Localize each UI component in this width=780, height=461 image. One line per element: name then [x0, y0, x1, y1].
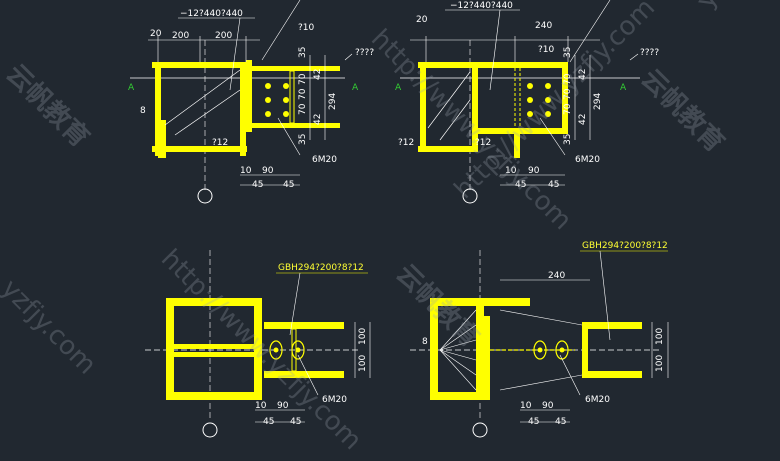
dim-right-35-bot: 35 [298, 134, 308, 145]
dim-bottom-45b: 45 [555, 417, 566, 427]
bottom-right-section: GBH294?200?8?12 240 100 100 10 90 45 45 … [410, 241, 669, 438]
dim-right-100b: 100 [655, 355, 665, 372]
plate-label: −12?440?440 [450, 1, 513, 11]
dim-right-35-bot: 35 [563, 134, 573, 145]
section-mark-left: A [128, 83, 135, 93]
weld-bottom-mid: ?12 [475, 138, 491, 148]
dim-right-294: 294 [593, 93, 603, 110]
dim-right-100a: 100 [358, 328, 368, 345]
dim-top-20: 20 [416, 15, 428, 25]
dim-bottom-90: 90 [262, 166, 274, 176]
dim-bottom-45a: 45 [515, 180, 526, 190]
section-mark-right: A [352, 83, 359, 93]
bolts-label: 6M20 [322, 395, 347, 405]
dim-right-294: 294 [328, 93, 338, 110]
beam-section [582, 322, 642, 329]
dim-right-42a: 42 [313, 69, 323, 80]
bolts-label: 6M20 [585, 395, 610, 405]
weld-bottom-left: ?12 [398, 138, 414, 148]
dim-top-240: 240 [548, 271, 565, 281]
dim-bottom-90: 90 [542, 401, 554, 411]
weld-marker: ???? [640, 48, 659, 58]
watermark-brand-2: 云帆教育 [635, 63, 730, 158]
dim-right-42b: 42 [313, 114, 323, 125]
dim-right-70a: 70 [563, 73, 573, 85]
dim-top-240: 240 [535, 21, 552, 31]
bolts-label: 6M20 [575, 155, 600, 165]
weld-bottom: ?12 [212, 138, 228, 148]
bolt-group [269, 340, 305, 360]
dim-right-70b: 70 [563, 88, 573, 100]
dim-bottom-45b: 45 [283, 180, 294, 190]
bolt-group [490, 340, 575, 360]
dim-bottom-10: 10 [240, 166, 252, 176]
beam-label: GBH294?200?8?12 [582, 241, 668, 251]
dim-right-70a: 70 [298, 73, 308, 85]
section-mark-left: A [395, 83, 402, 93]
beam-label: GBH294?200?8?12 [278, 263, 364, 273]
dim-right-35-top: 35 [298, 47, 308, 58]
top-left-detail: 20 200 200 −12?440?440 ?10 35 70 70 70 4… [128, 0, 374, 204]
dim-right-35-top: 35 [563, 47, 573, 58]
column-bottom-flange [152, 146, 247, 152]
dim-bottom-90: 90 [528, 166, 540, 176]
beam-section [264, 322, 344, 329]
watermark-domain-1: yzfjy.com [0, 274, 102, 381]
weld-left: 8 [140, 106, 146, 116]
beam-top-flange [252, 66, 340, 71]
top-right-detail: 20 240 −12?440?440 ?10 35 70 70 70 42 42… [395, 0, 659, 204]
dim-right-42b: 42 [578, 114, 588, 125]
dim-right-70c: 70 [298, 103, 308, 115]
dim-bottom-45a: 45 [528, 417, 539, 427]
weld-marker: ???? [355, 48, 374, 58]
dim-top-2: 200 [172, 31, 189, 41]
dim-bottom-45a: 45 [263, 417, 274, 427]
plate-label: −12?440?440 [180, 9, 243, 19]
dim-bottom-45a: 45 [252, 180, 263, 190]
watermark-domain-2: yzfjy.com [690, 0, 776, 14]
column-section [166, 298, 262, 306]
watermark-brand-1: 云帆教育 [0, 58, 95, 153]
dim-10: ?10 [298, 23, 315, 33]
axis-bubble [197, 188, 213, 204]
section-mark-right: A [620, 83, 627, 93]
dim-10: ?10 [538, 45, 555, 55]
beam-bottom-flange [252, 123, 340, 128]
weld-left: 8 [422, 337, 428, 347]
axis-bubble [472, 422, 488, 438]
watermark-url-3: http://www.yzfjy.com [449, 0, 661, 205]
axis-bubble [202, 422, 218, 438]
dim-right-70c: 70 [563, 103, 573, 115]
dim-top-1: 20 [150, 29, 162, 39]
dim-right-100a: 100 [655, 328, 665, 345]
dim-bottom-10: 10 [520, 401, 532, 411]
dim-top-3: 200 [215, 31, 232, 41]
bottom-left-section: GBH294?200?8?12 100 100 10 90 45 45 6M20 [145, 250, 371, 438]
end-plate [246, 60, 252, 132]
dim-bottom-10: 10 [505, 166, 517, 176]
axis-bubble [462, 188, 478, 204]
dim-bottom-45b: 45 [548, 180, 559, 190]
dim-bottom-45b: 45 [290, 417, 301, 427]
column-top-flange [152, 62, 247, 68]
dim-right-42a: 42 [578, 69, 588, 80]
dim-bottom-90: 90 [277, 401, 289, 411]
bolts-label: 6M20 [312, 155, 337, 165]
dim-right-100b: 100 [358, 355, 368, 372]
dim-right-70b: 70 [298, 88, 308, 100]
dim-bottom-10: 10 [255, 401, 267, 411]
column-i-section [430, 298, 530, 306]
